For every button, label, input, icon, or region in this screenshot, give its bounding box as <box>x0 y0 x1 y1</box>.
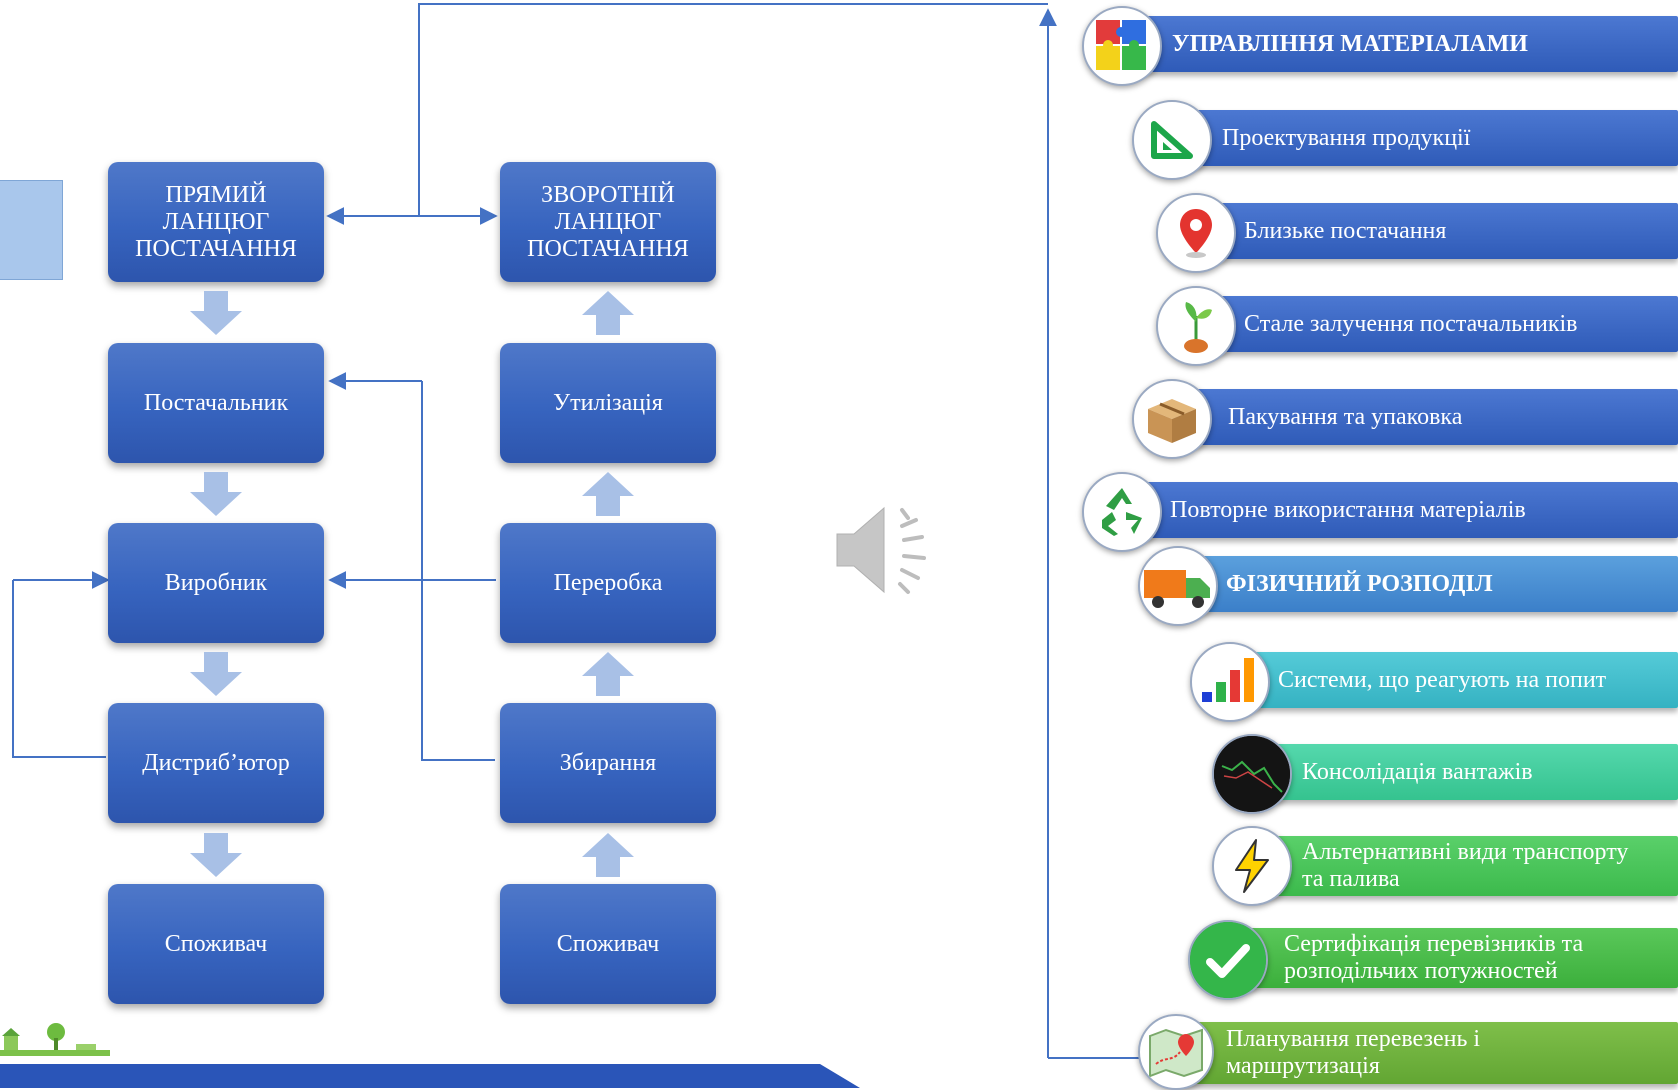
reverse-step-recycling: Переробка <box>500 523 716 643</box>
lightning-icon <box>1212 826 1292 906</box>
band-label: ФІЗИЧНИЙ РОЗПОДІЛ <box>1226 570 1493 597</box>
puzzle-icon <box>1082 6 1162 86</box>
sprout-icon <box>1156 286 1236 366</box>
band-near-supply: Близьке постачання <box>1202 203 1678 259</box>
band-alternative-transport: Альтернативні види транспорту та палива <box>1256 836 1678 896</box>
checkmark-icon <box>1188 920 1268 1000</box>
band-label: Проектування продукції <box>1222 124 1471 151</box>
forward-step-supplier: Постачальник <box>108 343 324 463</box>
up-arrow-icon <box>582 833 634 877</box>
eco-landscape-icon <box>0 1023 110 1056</box>
band-cargo-consolidation: Консолідація вантажів <box>1256 744 1678 800</box>
up-arrow-icon <box>582 652 634 696</box>
forward-chain-title: ПРЯМИЙ ЛАНЦЮГ ПОСТАЧАННЯ <box>108 162 324 282</box>
speaker-icon[interactable] <box>832 500 932 600</box>
band-packaging: Пакування та упаковка <box>1180 389 1678 445</box>
up-arrow-icon <box>582 472 634 516</box>
band-label: Пакування та упаковка <box>1228 403 1463 430</box>
reverse-step-disposal: Утилізація <box>500 343 716 463</box>
band-label: УПРАВЛІННЯ МАТЕРІАЛАМИ <box>1172 30 1528 57</box>
triangle-ruler-icon <box>1132 100 1212 180</box>
band-label: Повторне використання матеріалів <box>1170 496 1526 523</box>
band-label: Альтернативні види транспорту та палива <box>1302 839 1629 892</box>
band-demand-responsive-systems: Системи, що реагують на попит <box>1234 652 1678 708</box>
forward-step-consumer: Споживач <box>108 884 324 1004</box>
band-label: Планування перевезень і маршрутизація <box>1226 1026 1481 1079</box>
band-materials-management: УПРАВЛІННЯ МАТЕРІАЛАМИ <box>1140 16 1678 72</box>
band-route-planning: Планування перевезень і маршрутизація <box>1180 1022 1678 1084</box>
reverse-chain-title: ЗВОРОТНІЙ ЛАНЦЮГ ПОСТАЧАННЯ <box>500 162 716 282</box>
down-arrow-icon <box>190 291 242 335</box>
reverse-step-consumer: Споживач <box>500 884 716 1004</box>
down-arrow-icon <box>190 472 242 516</box>
band-label: Близьке постачання <box>1244 217 1447 244</box>
partial-side-box <box>0 180 63 280</box>
bar-chart-icon <box>1190 642 1270 722</box>
band-material-reuse: Повторне використання матеріалів <box>1140 482 1678 538</box>
band-carrier-certification: Сертифікація перевізників та розподільчи… <box>1234 928 1678 988</box>
band-sustainable-sourcing: Стале залучення постачальників <box>1202 296 1678 352</box>
route-map-icon <box>1138 1014 1214 1090</box>
band-label: Системи, що реагують на попит <box>1278 666 1607 693</box>
band-label: Консолідація вантажів <box>1302 758 1533 785</box>
reverse-step-collection: Збирання <box>500 703 716 823</box>
truck-icon <box>1138 546 1218 626</box>
down-arrow-icon <box>190 652 242 696</box>
map-pin-icon <box>1156 193 1236 273</box>
up-arrow-icon <box>582 291 634 335</box>
down-arrow-icon <box>190 833 242 877</box>
forward-step-manufacturer: Виробник <box>108 523 324 643</box>
recycle-icon <box>1082 472 1162 552</box>
forward-step-distributor: Дистриб’ютор <box>108 703 324 823</box>
band-label: Сертифікація перевізників та розподільчи… <box>1284 931 1584 984</box>
band-product-design: Проектування продукції <box>1180 110 1678 166</box>
bottom-bar <box>0 1064 860 1088</box>
cardboard-box-icon <box>1132 379 1212 459</box>
night-chart-icon <box>1212 734 1292 814</box>
band-physical-distribution: ФІЗИЧНИЙ РОЗПОДІЛ <box>1180 556 1678 612</box>
band-label: Стале залучення постачальників <box>1244 310 1578 337</box>
